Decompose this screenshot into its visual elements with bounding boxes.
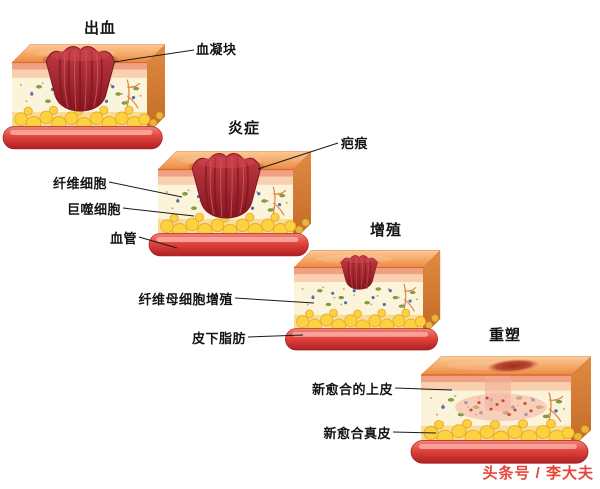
label-macrophage: 巨噬细胞 bbox=[66, 202, 121, 217]
leader-line-scar bbox=[257, 142, 339, 170]
leader-lines bbox=[108, 49, 453, 434]
leader-line-fibrocyte bbox=[108, 181, 183, 198]
label-new-epithelium: 新愈合的上皮 bbox=[311, 382, 393, 397]
leader-line-new-dermis bbox=[392, 431, 437, 434]
stage-block-proliferation bbox=[284, 249, 441, 351]
stage-title-proliferation: 增殖 bbox=[370, 222, 403, 239]
label-fibroblast-proliferation: 纤维母细胞增殖 bbox=[138, 292, 233, 307]
label-subcutaneous-fat: 皮下脂肪 bbox=[191, 331, 246, 346]
label-scar: 疤痕 bbox=[341, 136, 369, 151]
label-new-dermis: 新愈合真皮 bbox=[323, 426, 391, 441]
leader-line-fibroblast bbox=[234, 297, 315, 304]
leader-line-new-epithelium bbox=[394, 387, 453, 391]
stage-block-inflammation bbox=[148, 150, 312, 257]
label-blood-clot: 血凝块 bbox=[196, 42, 237, 57]
leader-line-macrophage bbox=[122, 207, 195, 217]
stage-title-bleeding: 出血 bbox=[84, 20, 117, 37]
stage-title-inflammation: 炎症 bbox=[228, 120, 261, 137]
leader-line-blood-clot bbox=[113, 49, 195, 63]
stage-block-bleeding bbox=[2, 43, 166, 150]
label-blood-vessel: 血管 bbox=[109, 231, 137, 246]
healed-wound-overlay bbox=[455, 359, 547, 421]
leader-line-blood-vessel bbox=[138, 236, 178, 249]
stage-title-remodeling: 重塑 bbox=[489, 327, 522, 344]
leader-line-subcutaneous-fat bbox=[247, 334, 304, 338]
stage-block-remodeling bbox=[410, 355, 592, 465]
label-fibrocyte: 纤维细胞 bbox=[52, 176, 107, 191]
watermark: 头条号 / 李大夫 bbox=[482, 465, 594, 482]
